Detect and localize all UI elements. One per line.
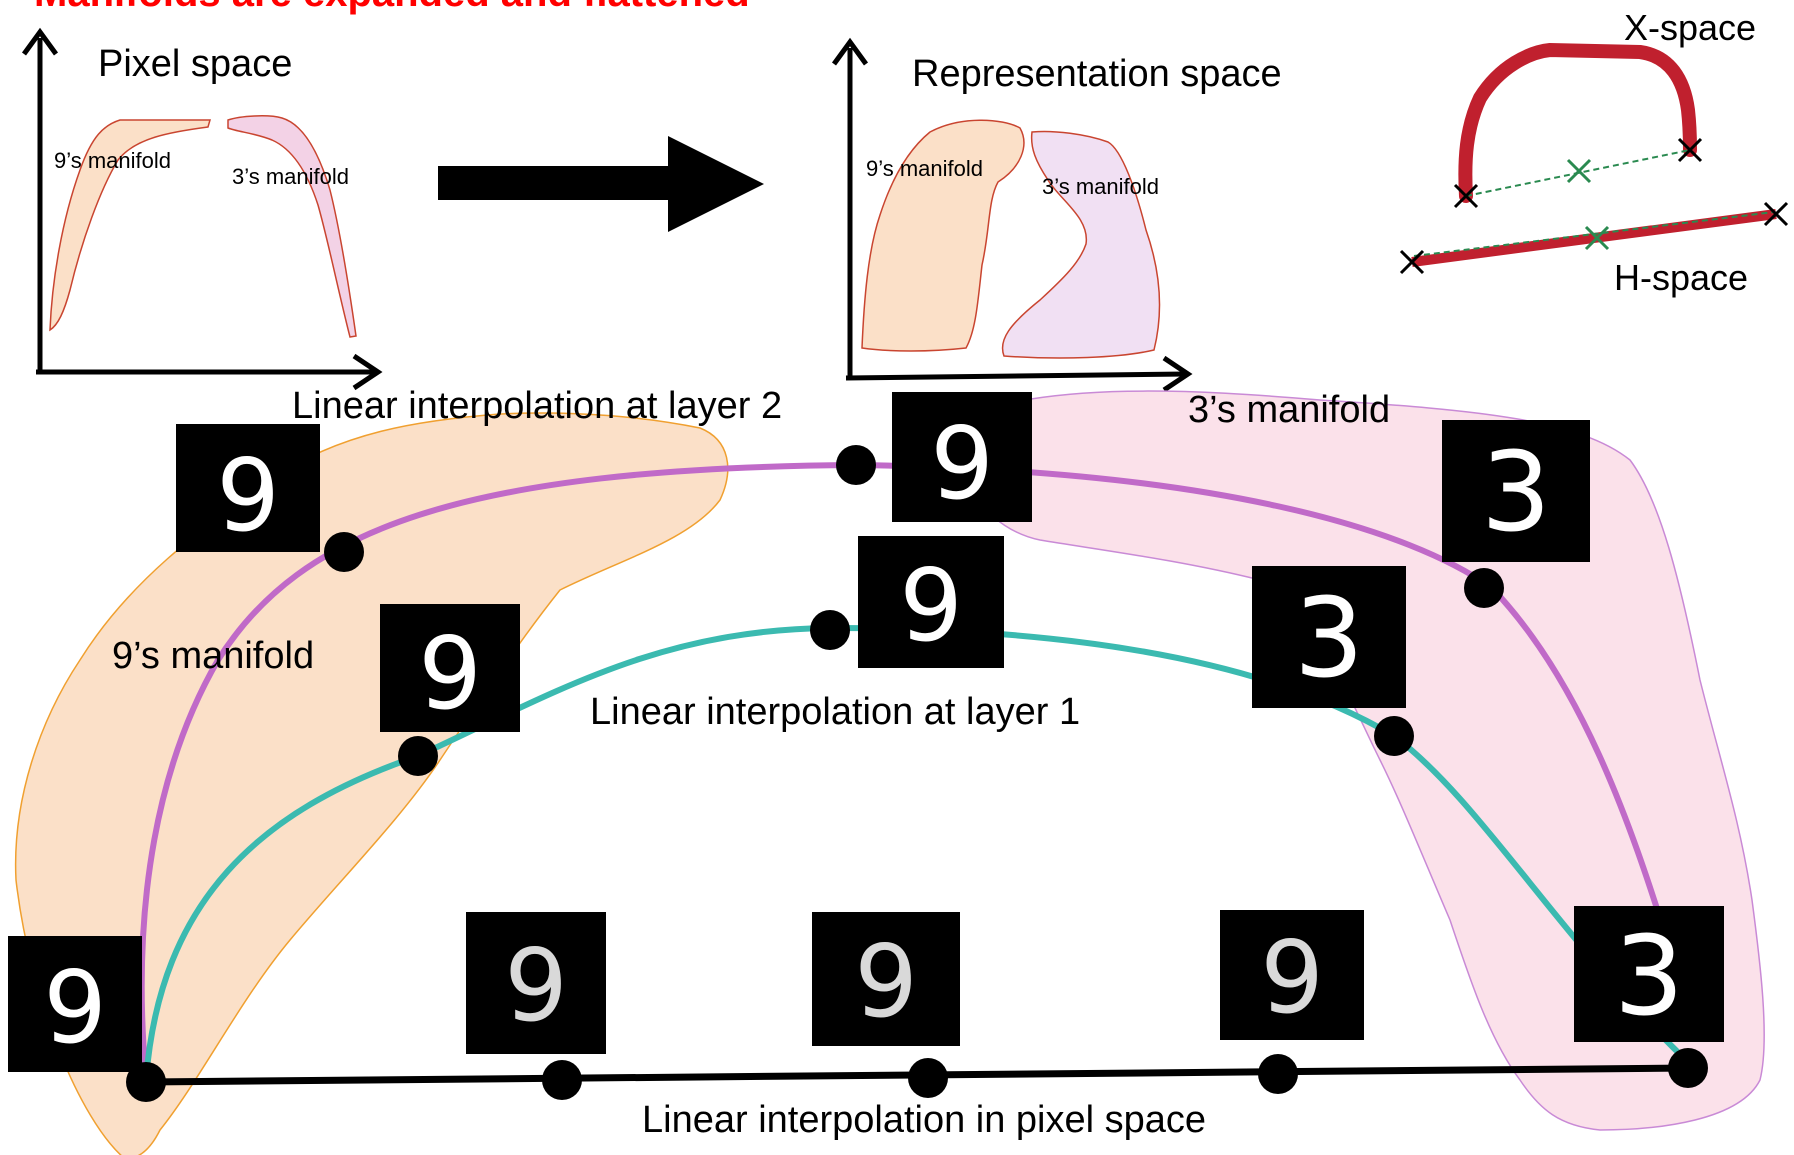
layer2-label: Linear interpolation at layer 2 bbox=[292, 385, 782, 427]
three-manifold-label: 3’s manifold bbox=[1188, 389, 1390, 431]
digit-image-glyph: 3 bbox=[1614, 912, 1684, 1040]
interpolation-diagram: 9 9 3 9 9 3 9 9 9 9 3 L bbox=[8, 385, 1765, 1155]
h-space-label: H-space bbox=[1614, 257, 1748, 298]
nine-manifold-region bbox=[14, 412, 729, 1155]
diagram-title: Manifolds are expanded and flattened bbox=[34, 0, 750, 15]
pixel-space-nine-manifold-label: 9’s manifold bbox=[54, 148, 171, 173]
digit-image-glyph: 9 bbox=[504, 927, 568, 1044]
x-space-curve bbox=[1458, 42, 1697, 203]
digit-image bbox=[1442, 420, 1590, 562]
pixel-space-three-manifold-shape bbox=[227, 115, 357, 338]
x-space-midpoint-cross bbox=[1566, 158, 1592, 184]
nine-manifold-label: 9’s manifold bbox=[112, 635, 314, 677]
digit-image bbox=[1574, 906, 1724, 1042]
layer1-point-3 bbox=[1374, 716, 1414, 756]
h-space-start-cross bbox=[1399, 249, 1425, 275]
digit-image-glyph: 9 bbox=[216, 437, 280, 554]
digit-image bbox=[380, 604, 520, 732]
representation-space-label: Representation space bbox=[912, 53, 1282, 95]
h-space-line bbox=[1411, 209, 1777, 267]
representation-space-x-arrowhead bbox=[1162, 355, 1193, 393]
digit-image-glyph: 9 bbox=[899, 547, 963, 664]
h-space-midpoint-cross bbox=[1584, 225, 1610, 251]
digit-image bbox=[8, 936, 142, 1072]
digit-image bbox=[892, 392, 1032, 522]
layer2-point-3 bbox=[1464, 568, 1504, 608]
digit-image-glyph: 9 bbox=[930, 405, 994, 522]
digit-image bbox=[812, 912, 960, 1046]
pixel-space-x-arrowhead bbox=[352, 353, 383, 391]
layer1-label: Linear interpolation at layer 1 bbox=[590, 691, 1080, 733]
pixel-space-three-manifold-label: 3’s manifold bbox=[232, 164, 349, 189]
pixel-point-1 bbox=[542, 1060, 582, 1100]
digit-image bbox=[466, 912, 606, 1054]
layer1-point-2 bbox=[810, 610, 850, 650]
pixel-space-y-arrowhead bbox=[21, 27, 59, 56]
inset-midpoint-crosses bbox=[1566, 158, 1610, 251]
representation-space-nine-manifold-label: 9’s manifold bbox=[866, 156, 983, 181]
layer1-point-1 bbox=[398, 736, 438, 776]
representation-space-x-axis bbox=[845, 371, 1187, 381]
pixel-point-2 bbox=[908, 1058, 948, 1098]
digit-image-glyph: 3 bbox=[1481, 428, 1551, 556]
digit-image-glyph: 9 bbox=[418, 615, 482, 732]
h-space-end-cross bbox=[1763, 201, 1789, 227]
x-space-start-cross bbox=[1453, 183, 1479, 209]
representation-space-panel: Representation space 9’s manifold 3’s ma… bbox=[831, 37, 1282, 393]
space-inset: X-space H-space bbox=[1399, 7, 1789, 298]
x-space-end-cross bbox=[1677, 137, 1703, 163]
transition-arrow bbox=[438, 136, 764, 232]
representation-space-three-manifold-shape bbox=[1001, 130, 1161, 359]
representation-space-three-manifold-label: 3’s manifold bbox=[1042, 174, 1159, 199]
inset-endpoint-crosses bbox=[1399, 137, 1789, 275]
pixel-space-label: Pixel space bbox=[98, 43, 292, 85]
pixel-space-panel: Pixel space 9’s manifold 3’s manifold bbox=[21, 27, 383, 391]
digit-image bbox=[858, 536, 1004, 668]
layer2-point-2 bbox=[836, 445, 876, 485]
pixel-point-3 bbox=[1258, 1054, 1298, 1094]
digit-image-glyph: 9 bbox=[43, 949, 107, 1066]
digit-image-glyph: 9 bbox=[1260, 919, 1324, 1036]
pixel-space-interpolation-label: Linear interpolation in pixel space bbox=[642, 1099, 1206, 1141]
representation-space-nine-manifold-shape bbox=[861, 119, 1025, 352]
layer2-point-1 bbox=[324, 532, 364, 572]
digit-image bbox=[1220, 910, 1364, 1040]
pixel-point-end bbox=[1668, 1048, 1708, 1088]
pixel-digit-images: 9 9 9 9 3 bbox=[8, 906, 1724, 1072]
x-space-label: X-space bbox=[1624, 7, 1756, 48]
digit-image bbox=[176, 424, 320, 552]
digit-image-glyph: 3 bbox=[1294, 574, 1364, 702]
representation-space-y-arrowhead bbox=[831, 37, 869, 66]
pixel-space-nine-manifold-shape bbox=[49, 119, 211, 332]
layer1-digit-images: 9 9 3 bbox=[380, 536, 1406, 732]
layer2-digit-images: 9 9 3 bbox=[176, 392, 1590, 562]
digit-image bbox=[1252, 566, 1406, 708]
digit-image-glyph: 9 bbox=[854, 923, 918, 1040]
